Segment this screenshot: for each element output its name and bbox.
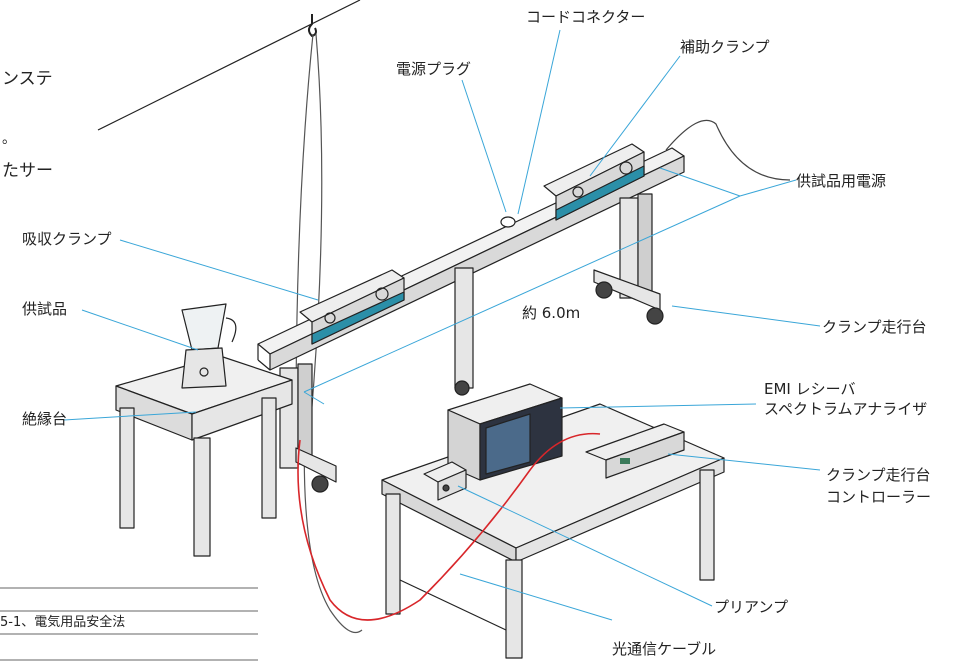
rail-supports	[279, 193, 664, 493]
emi-receiver	[447, 383, 563, 481]
red-coax-cable	[297, 432, 601, 621]
preamp	[423, 461, 467, 501]
left-text-line3: たサー	[2, 161, 53, 181]
leader-lines	[63, 29, 821, 621]
insulating-table	[115, 355, 293, 557]
carriage-controller	[585, 423, 685, 479]
absorbing-clamp	[299, 269, 405, 345]
label-emi-receiver-1: EMI レシーバ	[764, 380, 856, 398]
blender	[181, 303, 237, 389]
label-distance: 約 6.0m	[522, 304, 581, 322]
power-plug	[500, 216, 516, 228]
overhead-wire	[97, 0, 363, 634]
label-clamp-carriage: クランプ走行台	[822, 318, 927, 336]
label-optical-cable: 光通信ケーブル	[612, 640, 717, 658]
left-text-line1: ンステ	[2, 69, 53, 89]
label-preamp: プリアンプ	[714, 598, 788, 616]
left-text-line2: 。	[2, 131, 16, 147]
label-cord-connector: コードコネクター	[526, 8, 646, 26]
label-power-plug: 電源プラグ	[396, 60, 472, 78]
label-eut: 供試品	[22, 300, 68, 318]
label-absorbing-clamp: 吸収クランプ	[22, 230, 112, 248]
label-carriage-controller-1: クランプ走行台	[826, 466, 931, 484]
label-emi-receiver-2: スペクトラムアナライザ	[764, 400, 928, 418]
label-aux-clamp: 補助クランプ	[680, 38, 770, 56]
label-carriage-controller-2: コントローラー	[826, 488, 932, 506]
table-text: 5-1、電気用品安全法	[0, 615, 126, 630]
label-eut-power: 供試品用電源	[796, 172, 887, 190]
table-lines	[0, 587, 258, 661]
label-insulating-table: 絶縁台	[22, 410, 68, 428]
eut-power-cable	[665, 119, 791, 181]
